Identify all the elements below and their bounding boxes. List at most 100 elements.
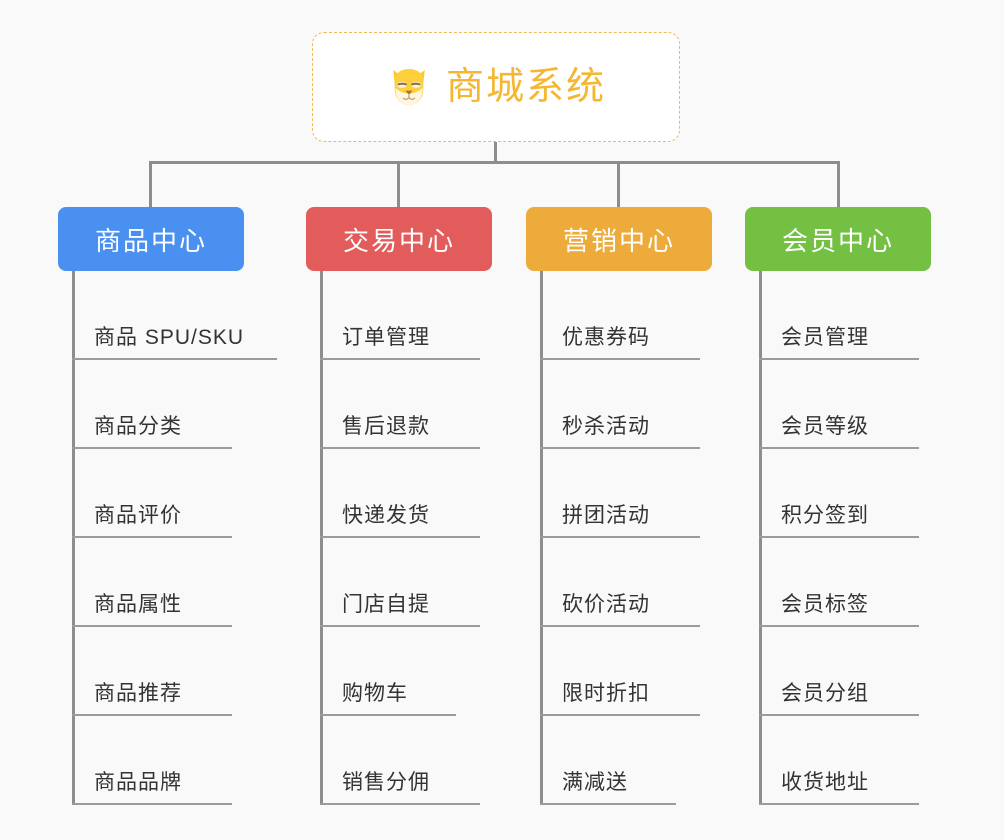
leaf-underline — [759, 536, 919, 538]
leaf-underline — [320, 625, 480, 627]
leaf-label: 收货地址 — [781, 771, 869, 794]
leaf-label: 商品分类 — [94, 415, 182, 438]
leaf-list: 商品 SPU/SKU 商品分类商品评价商品属性商品推荐商品品牌 — [58, 271, 277, 805]
connector-horizontal-bus — [149, 161, 840, 164]
leaf-label: 砍价活动 — [562, 593, 650, 616]
leaf-label: 拼团活动 — [562, 504, 650, 527]
leaf-item[interactable]: 快递发货 — [320, 449, 492, 538]
connector-drop-3 — [617, 161, 620, 207]
leaf-underline — [320, 714, 456, 716]
leaf-underline — [72, 625, 232, 627]
leaf-label: 订单管理 — [342, 326, 430, 349]
leaf-underline — [759, 714, 919, 716]
leaf-item[interactable]: 优惠券码 — [540, 271, 712, 360]
leaf-item[interactable]: 商品品牌 — [72, 716, 244, 805]
leaf-item[interactable]: 会员分组 — [759, 627, 931, 716]
leaf-label: 售后退款 — [342, 415, 430, 438]
leaf-list: 会员管理会员等级积分签到会员标签会员分组收货地址 — [745, 271, 931, 805]
leaf-label: 商品推荐 — [94, 682, 182, 705]
leaf-label: 会员等级 — [781, 415, 869, 438]
leaf-item[interactable]: 秒杀活动 — [540, 360, 712, 449]
category-label: 交易中心 — [342, 225, 455, 256]
leaf-label: 限时折扣 — [562, 682, 650, 705]
leaf-item[interactable]: 商品评价 — [72, 449, 244, 538]
leaf-item[interactable]: 销售分佣 — [320, 716, 492, 805]
leaf-label: 门店自提 — [342, 593, 430, 616]
leaf-underline — [540, 625, 700, 627]
branch-spine — [72, 271, 75, 805]
leaf-item[interactable]: 会员等级 — [759, 360, 931, 449]
category-label: 会员中心 — [781, 225, 894, 256]
leaf-item[interactable]: 商品推荐 — [72, 627, 244, 716]
leaf-item[interactable]: 积分签到 — [759, 449, 931, 538]
leaf-label: 购物车 — [342, 682, 408, 705]
leaf-underline — [540, 447, 700, 449]
leaf-underline — [759, 447, 919, 449]
leaf-item[interactable]: 拼团活动 — [540, 449, 712, 538]
root-node[interactable]: 商城系统 — [312, 32, 680, 142]
leaf-underline — [759, 803, 919, 805]
leaf-label: 会员标签 — [781, 593, 869, 616]
connector-drop-2 — [397, 161, 400, 207]
leaf-item[interactable]: 砍价活动 — [540, 538, 712, 627]
leaf-underline — [72, 447, 232, 449]
category-label: 商品中心 — [94, 225, 207, 256]
category-box[interactable]: 会员中心 — [745, 207, 931, 271]
leaf-underline — [759, 358, 919, 360]
leaf-item[interactable]: 商品分类 — [72, 360, 244, 449]
branch-column: 营销中心优惠券码秒杀活动拼团活动砍价活动限时折扣满减送 — [526, 207, 712, 805]
category-label: 营销中心 — [562, 225, 675, 256]
leaf-underline — [320, 536, 480, 538]
leaf-label: 秒杀活动 — [562, 415, 650, 438]
category-box[interactable]: 商品中心 — [58, 207, 244, 271]
leaf-item[interactable]: 会员标签 — [759, 538, 931, 627]
category-box[interactable]: 营销中心 — [526, 207, 712, 271]
connector-drop-4 — [837, 161, 840, 207]
branch-column: 商品中心商品 SPU/SKU 商品分类商品评价商品属性商品推荐商品品牌 — [58, 207, 277, 805]
category-box[interactable]: 交易中心 — [306, 207, 492, 271]
leaf-item[interactable]: 订单管理 — [320, 271, 492, 360]
branch-spine — [540, 271, 543, 805]
leaf-underline — [759, 625, 919, 627]
leaf-underline — [72, 358, 277, 360]
leaf-label: 销售分佣 — [342, 771, 430, 794]
leaf-label: 商品评价 — [94, 504, 182, 527]
leaf-item[interactable]: 商品属性 — [72, 538, 244, 627]
leaf-item[interactable]: 商品 SPU/SKU — [72, 271, 277, 360]
leaf-label: 商品属性 — [94, 593, 182, 616]
leaf-underline — [540, 536, 700, 538]
shiba-dog-icon — [386, 64, 432, 110]
leaf-list: 订单管理售后退款快递发货门店自提购物车销售分佣 — [306, 271, 492, 805]
leaf-item[interactable]: 限时折扣 — [540, 627, 712, 716]
leaf-label: 满减送 — [562, 771, 628, 794]
leaf-underline — [72, 714, 232, 716]
leaf-underline — [320, 803, 480, 805]
leaf-label: 积分签到 — [781, 504, 869, 527]
connector-drop-1 — [149, 161, 152, 207]
leaf-item[interactable]: 购物车 — [320, 627, 492, 716]
connector-root-stem — [494, 142, 497, 163]
leaf-label: 会员分组 — [781, 682, 869, 705]
leaf-label: 快递发货 — [342, 504, 430, 527]
leaf-underline — [72, 803, 232, 805]
leaf-label: 商品 SPU/SKU — [94, 326, 245, 349]
leaf-underline — [72, 536, 232, 538]
leaf-underline — [320, 358, 480, 360]
leaf-label: 优惠券码 — [562, 326, 650, 349]
leaf-underline — [540, 714, 700, 716]
leaf-list: 优惠券码秒杀活动拼团活动砍价活动限时折扣满减送 — [526, 271, 712, 805]
leaf-underline — [540, 803, 676, 805]
branch-spine — [759, 271, 762, 805]
leaf-underline — [540, 358, 700, 360]
branch-column: 会员中心会员管理会员等级积分签到会员标签会员分组收货地址 — [745, 207, 931, 805]
leaf-item[interactable]: 售后退款 — [320, 360, 492, 449]
leaf-item[interactable]: 会员管理 — [759, 271, 931, 360]
branch-spine — [320, 271, 323, 805]
leaf-item[interactable]: 门店自提 — [320, 538, 492, 627]
root-title: 商城系统 — [445, 66, 606, 108]
branch-column: 交易中心订单管理售后退款快递发货门店自提购物车销售分佣 — [306, 207, 492, 805]
leaf-item[interactable]: 满减送 — [540, 716, 712, 805]
leaf-label: 会员管理 — [781, 326, 869, 349]
leaf-item[interactable]: 收货地址 — [759, 716, 931, 805]
